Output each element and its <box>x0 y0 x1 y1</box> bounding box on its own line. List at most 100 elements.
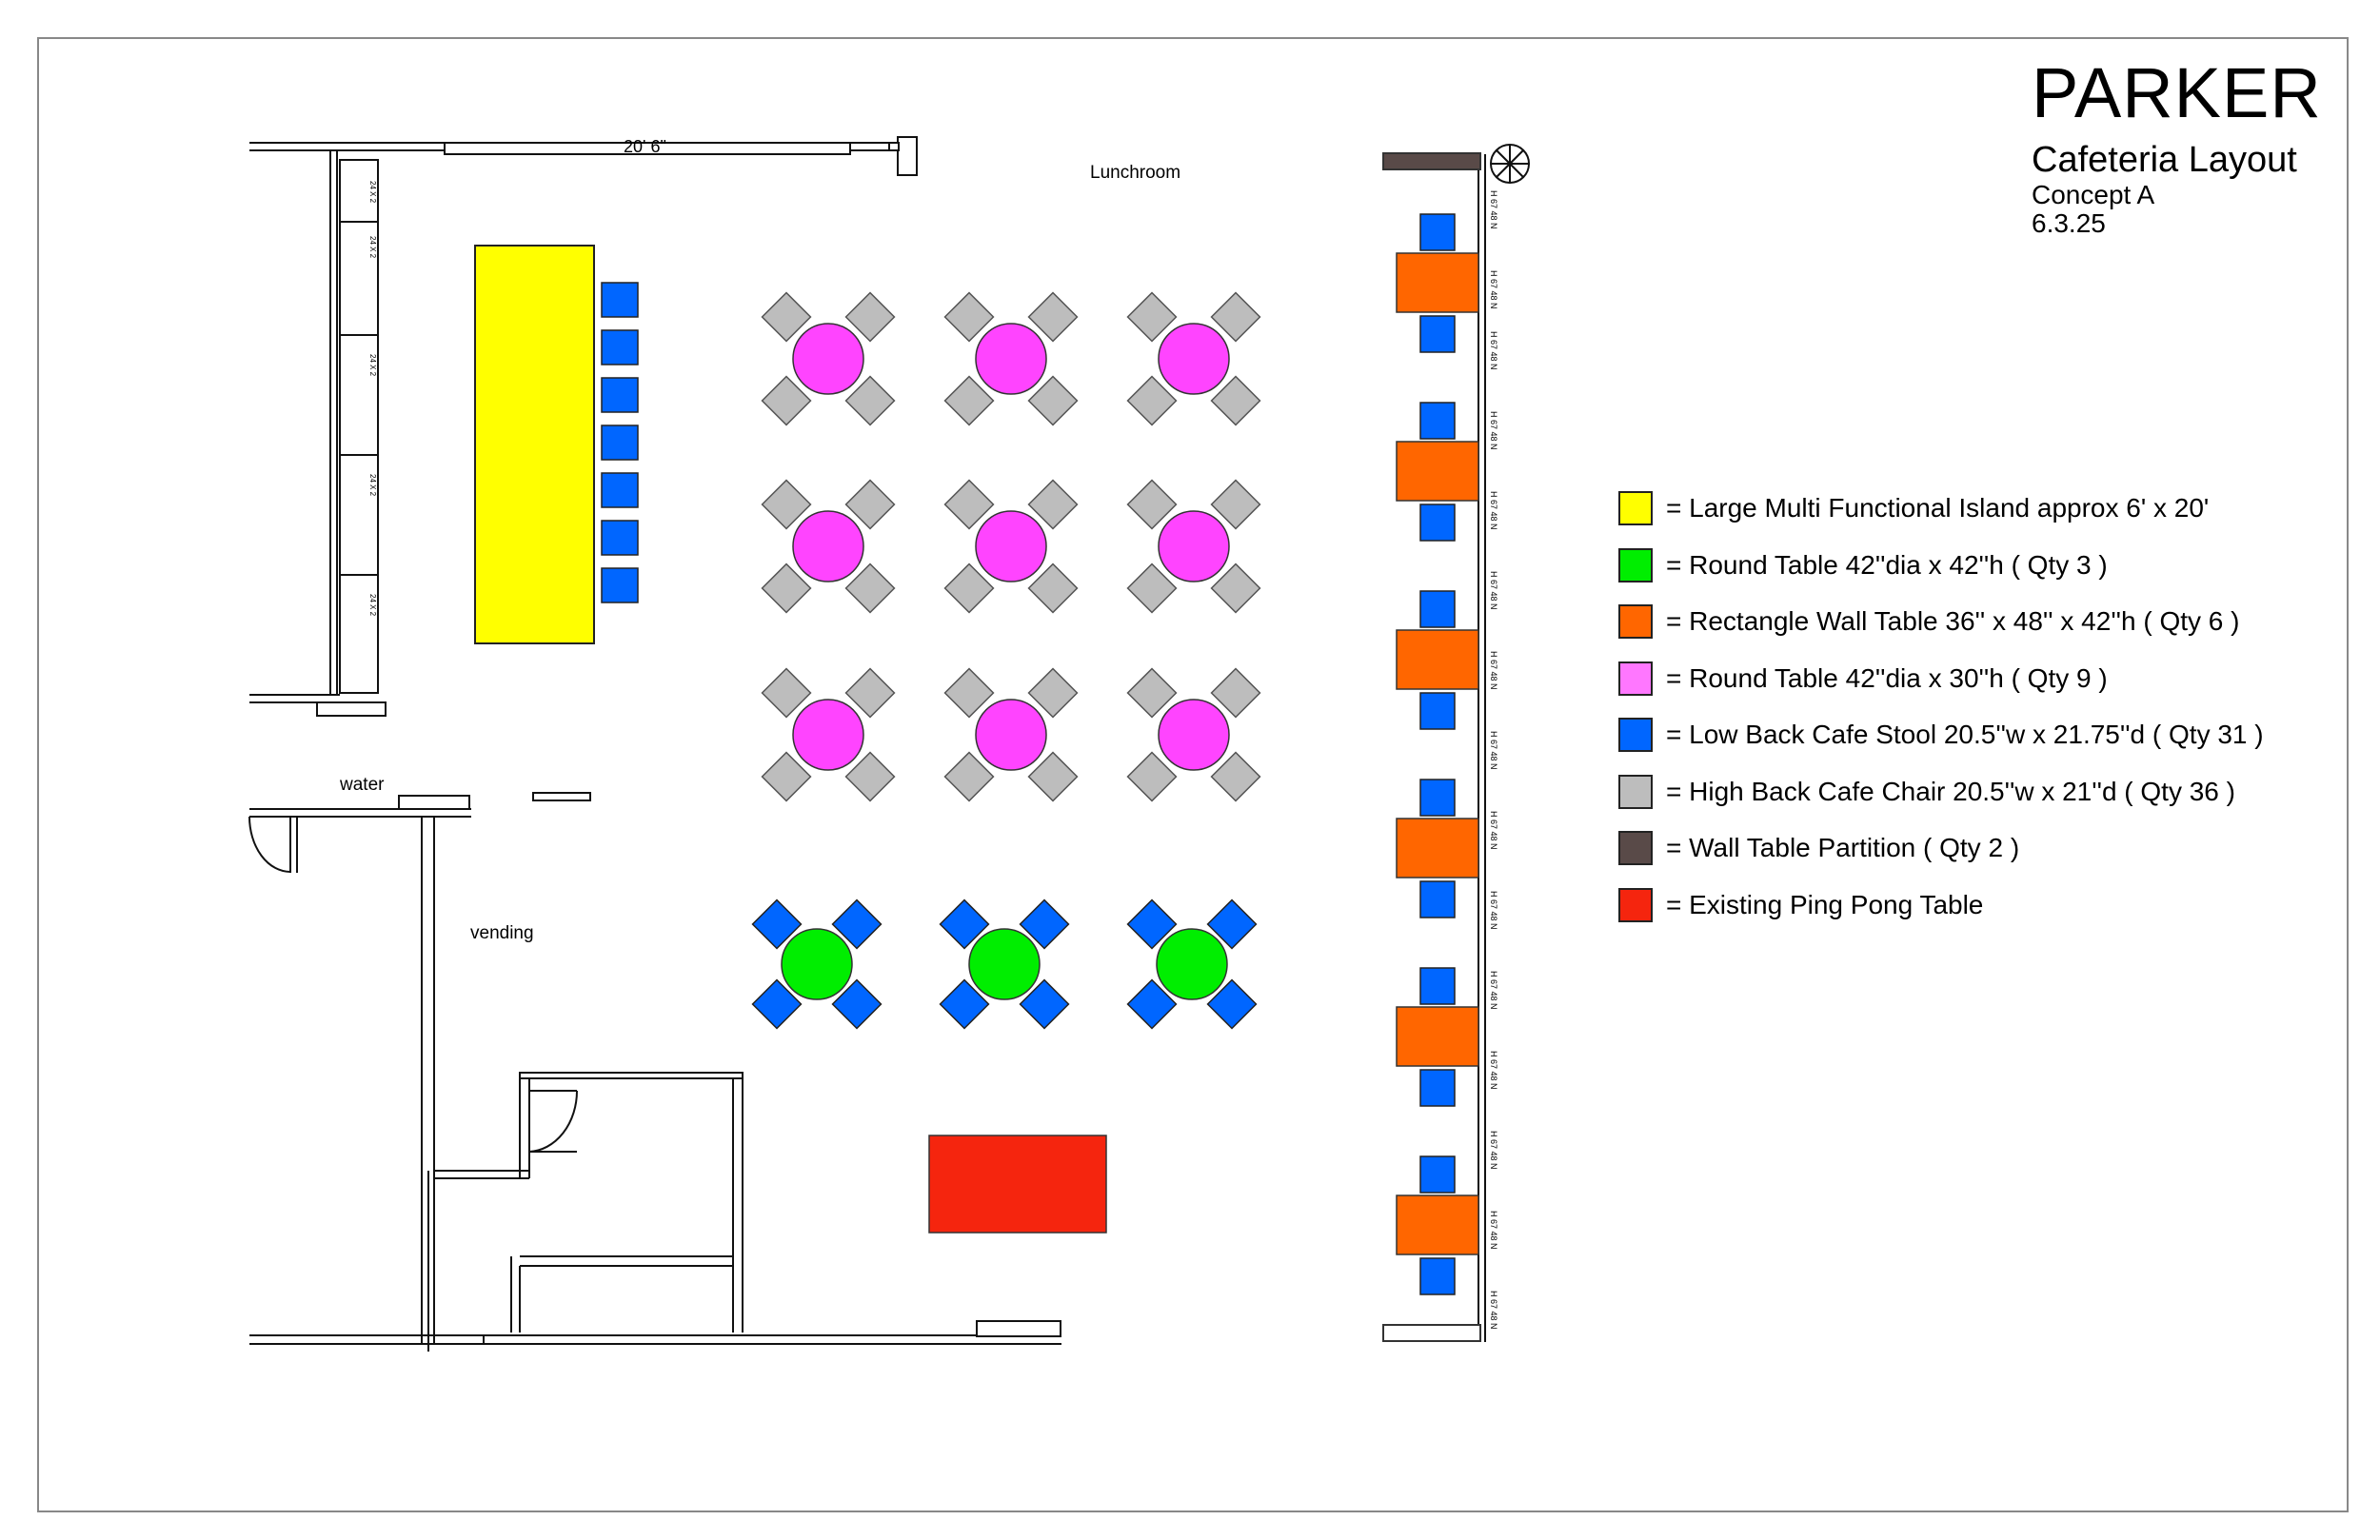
legend-item: = High Back Cafe Chair 20.5''w x 21''d (… <box>1618 771 2342 828</box>
title-date: 6.3.25 <box>2032 208 2106 238</box>
cafe-stool <box>1419 1069 1456 1107</box>
ping-pong-table <box>928 1135 1107 1234</box>
high-back-chair <box>761 667 812 719</box>
legend-swatch <box>1618 831 1653 865</box>
rectangle-wall-table <box>1396 629 1479 690</box>
high-back-chair <box>844 291 896 343</box>
wall-table-set <box>1396 590 1479 730</box>
round-table-tall <box>1156 928 1228 1000</box>
legend-swatch <box>1618 547 1653 582</box>
wall-table-group <box>1396 213 1479 1295</box>
high-back-chair <box>1210 563 1261 614</box>
title-concept: Concept A <box>2032 180 2155 209</box>
island-stool <box>601 520 639 556</box>
cafe-stool <box>1419 880 1456 918</box>
sheet-border <box>37 37 2349 1512</box>
round-low-table-set <box>1126 291 1261 426</box>
wall-tag: H 67 48 N <box>1489 270 1498 309</box>
round-low-table-set <box>943 479 1079 614</box>
island-stools <box>601 282 639 603</box>
rectangle-wall-table <box>1396 1006 1479 1067</box>
multi-functional-island <box>474 245 595 644</box>
wall-tag: H 67 48 N <box>1489 731 1498 770</box>
island-stool <box>601 329 639 365</box>
legend-item: = Round Table 42''dia x 30''h ( Qty 9 ) <box>1618 658 2342 715</box>
high-back-chair <box>761 291 812 343</box>
cafe-stool <box>1019 978 1070 1030</box>
wall-tag: H 67 48 N <box>1489 1291 1498 1330</box>
window-tag: 24 X 2 <box>368 594 377 617</box>
round-low-table-set <box>943 667 1079 802</box>
wall-tag: H 67 48 N <box>1489 190 1498 229</box>
legend-item: = Large Multi Functional Island approx 6… <box>1618 487 2342 544</box>
high-back-chair <box>1210 479 1261 530</box>
high-back-chair <box>943 667 995 719</box>
round-tall-table-group <box>751 898 1258 1030</box>
high-back-chair <box>761 563 812 614</box>
round-low-table-set <box>1126 667 1261 802</box>
right-wall <box>1382 152 1486 1342</box>
vending-label: vending <box>470 923 534 943</box>
cafe-stool <box>1419 967 1456 1005</box>
legend-text: = Existing Ping Pong Table <box>1666 889 1984 919</box>
round-table-low <box>792 699 864 771</box>
legend-item: = Existing Ping Pong Table <box>1618 884 2342 941</box>
high-back-chair <box>761 751 812 802</box>
legend-item: = Rectangle Wall Table 36'' x 48'' x 42'… <box>1618 601 2342 658</box>
cafe-stool <box>751 898 803 950</box>
high-back-chair <box>1126 563 1178 614</box>
legend-text: = Large Multi Functional Island approx 6… <box>1666 493 2210 523</box>
high-back-chair <box>844 479 896 530</box>
high-back-chair <box>1126 375 1178 426</box>
lunchroom-label: Lunchroom <box>1090 163 1180 183</box>
high-back-chair <box>1126 751 1178 802</box>
high-back-chair <box>943 375 995 426</box>
high-back-chair <box>1126 479 1178 530</box>
legend-text: = Round Table 42''dia x 30''h ( Qty 9 ) <box>1666 662 2108 693</box>
cafe-stool <box>1126 978 1178 1030</box>
high-back-chair <box>1126 291 1178 343</box>
wall-tag: H 67 48 N <box>1489 971 1498 1010</box>
compass-rose-icon <box>1490 144 1530 184</box>
cafe-stool <box>1419 213 1456 251</box>
high-back-chair <box>943 751 995 802</box>
window-tag: 24 X 2 <box>368 181 377 204</box>
cafe-stool <box>831 898 883 950</box>
wall-table-partition <box>1382 152 1481 170</box>
high-back-chair <box>761 479 812 530</box>
round-low-table-set <box>1126 479 1261 614</box>
high-back-chair <box>1126 667 1178 719</box>
high-back-chair <box>1210 375 1261 426</box>
window-tag: 24 X 2 <box>368 354 377 377</box>
round-tall-table-set <box>751 898 883 1030</box>
cafe-stool <box>1419 1155 1456 1194</box>
rectangle-wall-table <box>1396 441 1479 502</box>
cafe-stool <box>751 978 803 1030</box>
round-table-low <box>1158 323 1230 395</box>
rectangle-wall-table <box>1396 252 1479 313</box>
high-back-chair <box>1027 667 1079 719</box>
round-table-low <box>792 323 864 395</box>
wall-tag: H 67 48 N <box>1489 1051 1498 1090</box>
wall-tag: H 67 48 N <box>1489 331 1498 370</box>
wall-table-set <box>1396 213 1479 353</box>
wall-table-set <box>1396 1155 1479 1295</box>
legend-item: = Low Back Cafe Stool 20.5''w x 21.75''d… <box>1618 714 2342 771</box>
high-back-chair <box>1027 375 1079 426</box>
round-table-low <box>1158 510 1230 582</box>
high-back-chair <box>1210 667 1261 719</box>
high-back-chair <box>1027 291 1079 343</box>
legend: = Large Multi Functional Island approx 6… <box>1618 487 2342 940</box>
round-tall-table-set <box>1126 898 1258 1030</box>
legend-text: = Low Back Cafe Stool 20.5''w x 21.75''d… <box>1666 720 2264 749</box>
round-table-low <box>1158 699 1230 771</box>
water-area <box>248 792 591 873</box>
title-block: PARKER Cafeteria Layout Concept A 6.3.25 <box>2032 55 2346 238</box>
legend-item: = Round Table 42''dia x 42''h ( Qty 3 ) <box>1618 544 2342 602</box>
legend-item: = Wall Table Partition ( Qty 2 ) <box>1618 827 2342 884</box>
island-stool <box>601 282 639 318</box>
cafe-stool <box>1419 590 1456 628</box>
cafe-stool <box>1019 898 1070 950</box>
wall-tag: H 67 48 N <box>1489 1131 1498 1170</box>
